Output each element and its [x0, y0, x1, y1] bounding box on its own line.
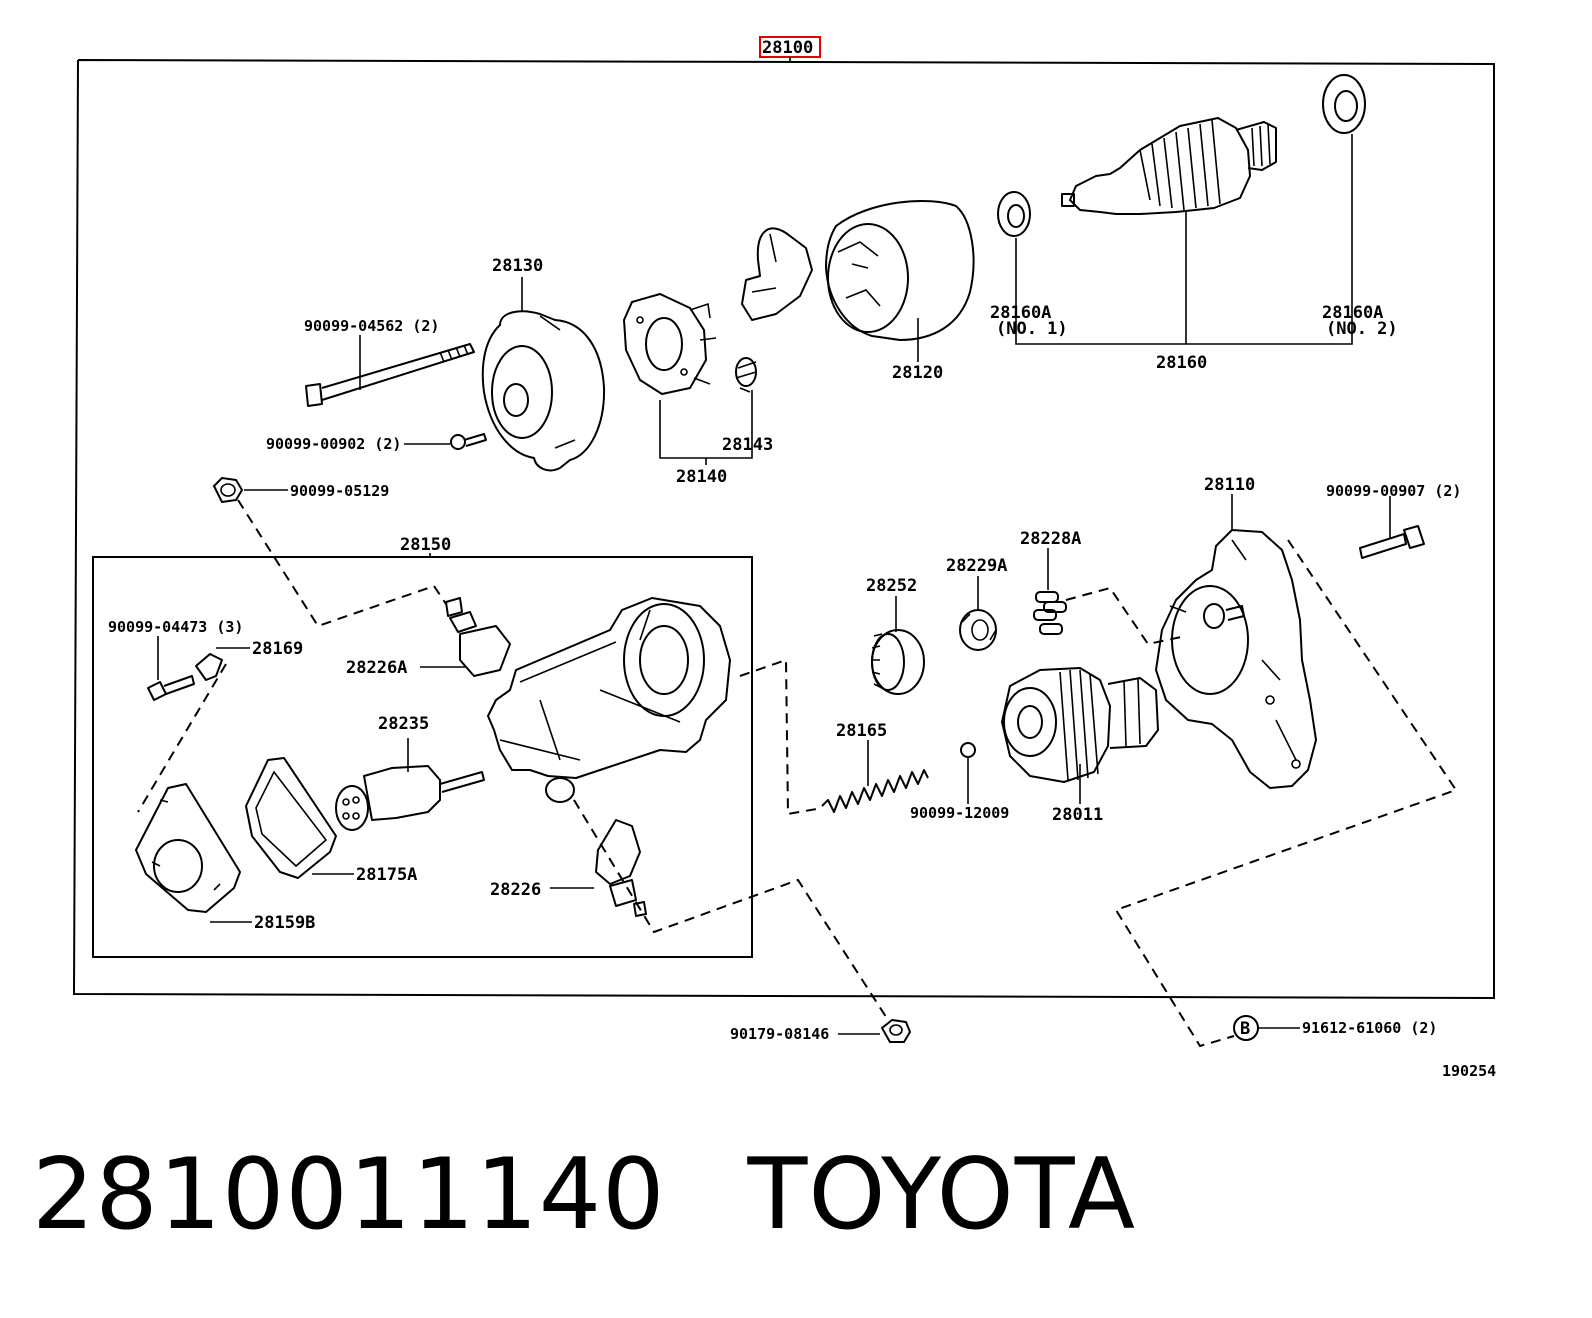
- brush-holder-screw: [450, 433, 487, 450]
- label-90099-00907[interactable]: 90099-00907 (2): [1326, 482, 1461, 500]
- starter-housing: [1155, 529, 1317, 789]
- through-bolt: [305, 343, 475, 407]
- solenoid-subassembly-frame: [92, 556, 753, 958]
- label-28226[interactable]: 28226: [490, 880, 541, 900]
- switch-end-cover: [135, 783, 241, 913]
- label-28226a[interactable]: 28226A: [346, 658, 407, 678]
- label-90099-00902[interactable]: 90099-00902 (2): [266, 435, 401, 453]
- label-28160a-no1-note[interactable]: (NO. 1): [996, 319, 1068, 339]
- compression-spring: [821, 769, 929, 813]
- steel-ball: [960, 742, 976, 758]
- label-28130[interactable]: 28130: [492, 256, 543, 276]
- terminal-washer: [195, 653, 223, 681]
- label-28143[interactable]: 28143: [722, 435, 773, 455]
- diagram-reference-number[interactable]: 190254: [1442, 1062, 1496, 1080]
- label-28175a[interactable]: 28175A: [356, 865, 417, 885]
- label-28159b[interactable]: 28159B: [254, 913, 315, 933]
- retainer: [959, 609, 997, 651]
- label-90099-05129[interactable]: 90099-05129: [290, 482, 389, 500]
- assembly-frame: [72, 59, 1495, 1000]
- label-28165[interactable]: 28165: [836, 721, 887, 741]
- armature: [1061, 117, 1277, 215]
- label-28228a[interactable]: 28228A: [1020, 529, 1081, 549]
- assembly-guide-lines: [137, 499, 1458, 1048]
- magnetic-switch-housing: [487, 597, 731, 803]
- part-caption: 2810011140 TOYOTA: [32, 1138, 1136, 1252]
- label-28120[interactable]: 28120: [892, 363, 943, 383]
- label-90099-04473[interactable]: 90099-04473 (3): [108, 618, 243, 636]
- bearing-no1: [997, 191, 1031, 237]
- terminal-bolt-a: [445, 597, 511, 677]
- assembly-label[interactable]: 28100: [762, 38, 813, 58]
- terminal-nut: [213, 477, 243, 503]
- plunger: [335, 765, 485, 831]
- bearing-no2: [1322, 74, 1366, 134]
- rollers: [1033, 591, 1067, 635]
- flange-nut: [881, 1019, 911, 1043]
- idler-gear: [871, 629, 925, 695]
- commutator-end-frame: [481, 310, 606, 472]
- terminal-bolt: [595, 819, 647, 917]
- label-28150[interactable]: 28150: [400, 535, 451, 555]
- label-28229a[interactable]: 28229A: [946, 556, 1007, 576]
- switch-gasket: [245, 757, 337, 879]
- label-28160a-no2[interactable]: 28160A: [1322, 303, 1383, 323]
- part-number: 2810011140: [32, 1138, 666, 1252]
- label-28160[interactable]: 28160: [1156, 353, 1207, 373]
- label-28169[interactable]: 28169: [252, 639, 303, 659]
- label-28011[interactable]: 28011: [1052, 805, 1103, 825]
- brand-name: TOYOTA: [747, 1138, 1137, 1252]
- brush-holder: [623, 293, 717, 395]
- label-28110[interactable]: 28110: [1204, 475, 1255, 495]
- bolt-marker-letter[interactable]: B: [1240, 1019, 1250, 1039]
- label-28252[interactable]: 28252: [866, 576, 917, 596]
- brush-spring: [735, 357, 757, 393]
- label-28140[interactable]: 28140: [676, 467, 727, 487]
- label-91612-61060[interactable]: 91612-61060 (2): [1302, 1019, 1437, 1037]
- label-28160a-no1[interactable]: 28160A: [990, 303, 1051, 323]
- label-28235[interactable]: 28235: [378, 714, 429, 734]
- label-28160a-no2-note[interactable]: (NO. 2): [1326, 319, 1398, 339]
- cover-screw: [147, 675, 195, 701]
- yoke-field-frame: [741, 199, 975, 341]
- label-90099-12009[interactable]: 90099-12009: [910, 804, 1009, 822]
- housing-bolt: [1359, 525, 1425, 559]
- label-90099-04562[interactable]: 90099-04562 (2): [304, 317, 439, 335]
- starter-clutch: [1001, 667, 1159, 783]
- label-90179-08146[interactable]: 90179-08146: [730, 1025, 829, 1043]
